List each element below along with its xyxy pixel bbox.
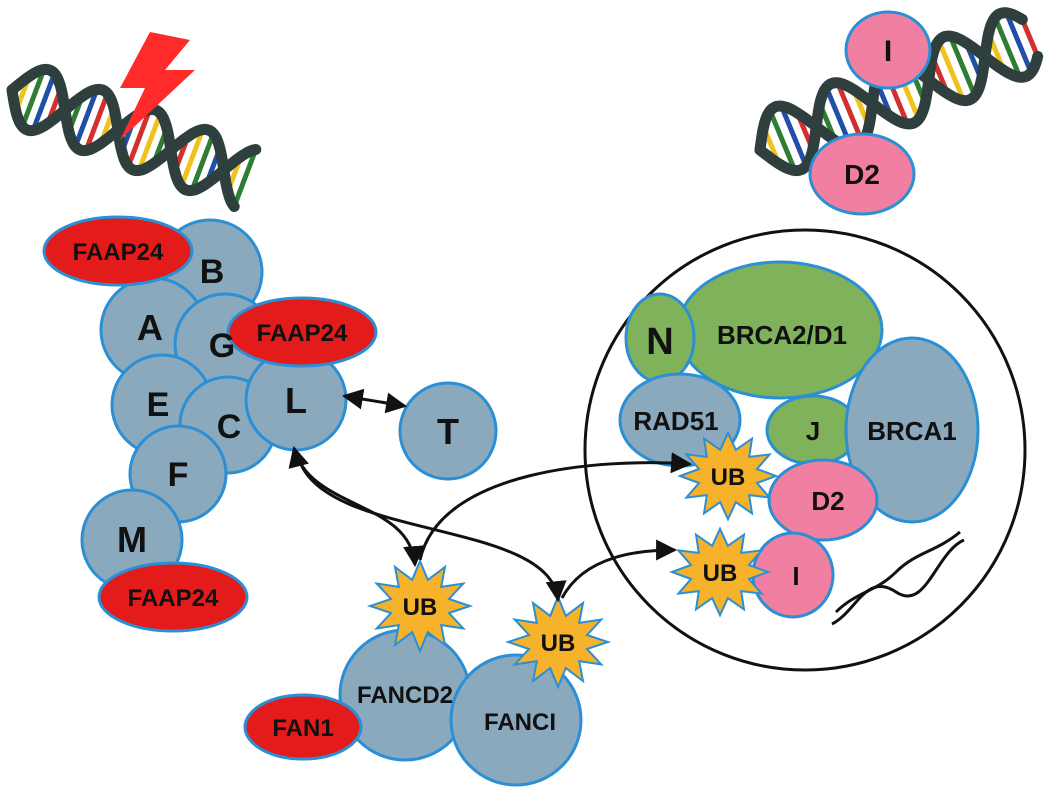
pathway-arrows	[288, 445, 693, 603]
repair-complex-boundary	[583, 228, 1027, 672]
fanci-on-dna-label: I	[884, 35, 892, 68]
l-to-ub-fanci-arrow	[298, 461, 567, 603]
ub-star-fanci	[504, 594, 612, 690]
repair-dna-base-pair	[936, 39, 966, 102]
damaged-dna-base-pair	[178, 128, 206, 188]
faap24-top	[42, 215, 194, 287]
fancd2-in-complex-label: D2	[811, 486, 844, 516]
repair-dna-base-pair	[947, 35, 978, 97]
fanca-label: A	[137, 307, 163, 348]
ub-complex-lower-label: UB	[703, 560, 738, 587]
brca2-label: BRCA2/D1	[717, 320, 847, 350]
brca1-label: BRCA1	[867, 416, 957, 446]
damaged-dna-base-pair	[231, 148, 259, 208]
faap24-bottom	[97, 561, 249, 633]
faap24-middle	[226, 296, 378, 368]
fanci-label: FANCI	[484, 709, 556, 736]
fa-core-complex: B A G E C F M L T FAAP24 FAAP24 FAAP24	[42, 215, 498, 633]
fancn-label: N	[646, 321, 673, 363]
fancd2-on-dna-label: D2	[844, 159, 880, 190]
fancg-label: G	[209, 327, 235, 365]
damaged-dna-base-pair	[20, 68, 47, 128]
fan1-protein	[243, 693, 363, 761]
repair-dna-base-pair	[767, 109, 798, 172]
fanci-in-complex-label: I	[792, 561, 799, 591]
fancf-label: F	[168, 456, 189, 494]
damaged-dna-base-pair	[125, 108, 153, 168]
damaged-dna-base-pair	[73, 88, 100, 148]
ub-fancd2-to-complex-arrow	[418, 452, 693, 561]
fanct-protein	[398, 381, 498, 481]
l-t-arrow	[341, 388, 408, 414]
fancm-label: M	[117, 519, 147, 560]
dna-helix-with-id2	[754, 7, 1044, 177]
ub-star-fancd2	[366, 558, 474, 654]
fanci-on-dna	[844, 10, 932, 90]
ub-complex-upper-label: UB	[711, 464, 746, 491]
ub-fanci-label: UB	[541, 630, 576, 657]
repair-dna-base-pair	[1004, 11, 1034, 74]
fancd2-label: FANCD2	[357, 682, 453, 709]
faap24-middle-label: FAAP24	[257, 320, 348, 347]
fancl-label: L	[285, 380, 307, 421]
damaged-dna-base-pair	[136, 112, 163, 172]
complex-dna-strand-2	[831, 538, 965, 626]
fancj-label: J	[806, 416, 820, 446]
brca1-protein	[844, 336, 980, 524]
fancb-label: B	[200, 253, 225, 291]
repair-dna-base-pair	[1019, 18, 1041, 58]
repair-dna-base-pair	[835, 81, 865, 144]
complex-dna-strand-1	[834, 530, 961, 614]
repair-dna-base-pair	[992, 16, 1023, 79]
damaged-dna-base-pair	[30, 72, 57, 132]
ub-star-complex-lower	[669, 526, 771, 618]
fanci-protein	[449, 653, 583, 787]
id2-complex: FANCD2 FANCI FAN1 UB UB	[243, 558, 612, 787]
repair-complex: N BRCA2/D1 RAD51 J BRCA1 D2 I UB UB	[618, 260, 980, 626]
fancd2-on-dna	[808, 132, 916, 216]
lightning-bolt-icon	[120, 32, 195, 140]
faap24-bottom-label: FAAP24	[128, 585, 219, 612]
fancd2-in-complex	[767, 458, 879, 542]
damaged-dna-helix	[6, 63, 262, 212]
damaged-dna-base-pair	[189, 132, 216, 192]
rad51-label: RAD51	[633, 406, 718, 436]
fancc-label: C	[217, 408, 242, 446]
ub-fancd2-label: UB	[403, 594, 438, 621]
faap24-top-label: FAAP24	[73, 239, 164, 266]
fan1-label: FAN1	[272, 715, 333, 742]
ub-fanci-to-complex-arrow	[560, 539, 678, 599]
fanct-label: T	[437, 411, 459, 452]
damaged-dna-base-pair	[83, 92, 110, 152]
repair-dna-base-pair	[779, 105, 809, 167]
damaged-dna-backbone-1	[6, 83, 240, 212]
fance-label: E	[147, 386, 170, 424]
